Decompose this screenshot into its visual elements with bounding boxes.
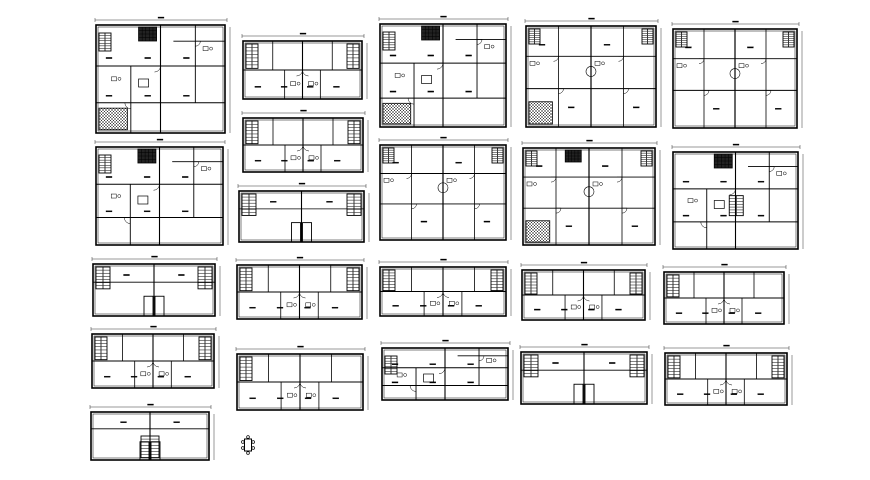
floor-plan (660, 344, 793, 411)
floor-plan (659, 263, 790, 330)
floor-plan (238, 32, 368, 105)
floor-plan (91, 138, 229, 251)
floor-plan (232, 256, 368, 325)
floor-plan (234, 182, 370, 248)
floor-plan (521, 17, 662, 133)
floor-plan (91, 16, 231, 139)
floor-plan (87, 325, 220, 394)
floor-plan (668, 20, 803, 134)
floor-plan (518, 139, 661, 251)
floor-plan (86, 403, 215, 466)
floor-plan (517, 261, 651, 326)
floor-plan (668, 143, 804, 255)
dining-table-symbol (241, 435, 255, 455)
floor-plan (377, 339, 514, 406)
floor-plan (238, 109, 369, 178)
floor-plan (375, 258, 512, 322)
floor-plan (516, 343, 653, 410)
floor-plan (375, 15, 512, 133)
floor-plan (88, 255, 221, 322)
floor-plan (232, 345, 369, 416)
floor-plan (375, 136, 512, 246)
